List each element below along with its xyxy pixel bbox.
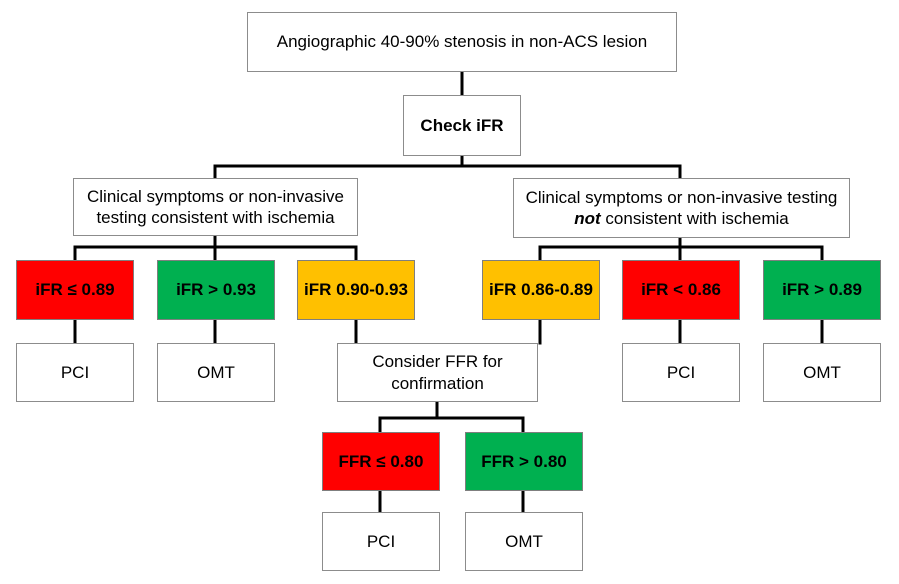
pci-left-node: PCI — [16, 343, 134, 402]
consider-ffr-node: Consider FFR for confirmation — [337, 343, 538, 402]
pci-ffr-node: PCI — [322, 512, 440, 571]
ffr-le-080-label: FFR ≤ 0.80 — [338, 451, 424, 471]
ffr-le-080-node: FFR ≤ 0.80 — [322, 432, 440, 491]
ifr-gt-093-label: iFR > 0.93 — [176, 280, 256, 300]
omt-left-label: OMT — [197, 362, 235, 382]
connector-right-outcomes — [538, 318, 824, 345]
connector-check-to-split — [213, 154, 682, 180]
ifr-086-089-label: iFR 0.86-0.89 — [489, 280, 593, 300]
ifr-gt-093-node: iFR > 0.93 — [157, 260, 275, 320]
ifr-090-093-node: iFR 0.90-0.93 — [297, 260, 415, 320]
root-node: Angiographic 40-90% stenosis in non-ACS … — [247, 12, 677, 72]
ffr-gt-080-label: FFR > 0.80 — [481, 451, 567, 471]
check-ifr-node: Check iFR — [403, 95, 521, 156]
connector-left-split — [73, 234, 358, 262]
pci-ffr-label: PCI — [366, 531, 396, 551]
right-condition-suffix: consistent with ischemia — [600, 209, 789, 228]
ifr-gt-089-label: iFR > 0.89 — [782, 280, 862, 300]
pci-left-label: PCI — [60, 362, 90, 382]
right-condition-emphasis: not — [574, 209, 601, 228]
pci-right-label: PCI — [666, 362, 696, 382]
ifr-gt-089-node: iFR > 0.89 — [763, 260, 881, 320]
ifr-090-093-label: iFR 0.90-0.93 — [304, 280, 408, 300]
right-condition-label: Clinical symptoms or non-invasive testin… — [518, 187, 845, 230]
ifr-lt-086-node: iFR < 0.86 — [622, 260, 740, 320]
connector-ffr-split — [378, 400, 525, 434]
root-label: Angiographic 40-90% stenosis in non-ACS … — [276, 32, 648, 52]
omt-right-label: OMT — [803, 362, 841, 382]
ifr-086-089-node: iFR 0.86-0.89 — [482, 260, 600, 320]
omt-right-node: OMT — [763, 343, 881, 402]
ifr-le-089-label: iFR ≤ 0.89 — [35, 280, 115, 300]
left-condition-node: Clinical symptoms or non-invasive testin… — [73, 178, 358, 236]
consider-ffr-label: Consider FFR for confirmation — [372, 352, 503, 393]
connector-left-outcomes — [73, 318, 358, 345]
left-condition-label: Clinical symptoms or non-invasive testin… — [87, 186, 344, 227]
omt-ffr-label: OMT — [505, 531, 543, 551]
ifr-lt-086-label: iFR < 0.86 — [641, 280, 721, 300]
check-ifr-label: Check iFR — [420, 115, 504, 135]
right-condition-prefix: Clinical symptoms or non-invasive testin… — [525, 187, 838, 207]
connector-ffr-outcomes — [378, 489, 525, 514]
ffr-gt-080-node: FFR > 0.80 — [465, 432, 583, 491]
pci-right-node: PCI — [622, 343, 740, 402]
omt-left-node: OMT — [157, 343, 275, 402]
omt-ffr-node: OMT — [465, 512, 583, 571]
right-condition-node: Clinical symptoms or non-invasive testin… — [513, 178, 850, 238]
connector-right-split — [538, 234, 824, 262]
ifr-le-089-node: iFR ≤ 0.89 — [16, 260, 134, 320]
